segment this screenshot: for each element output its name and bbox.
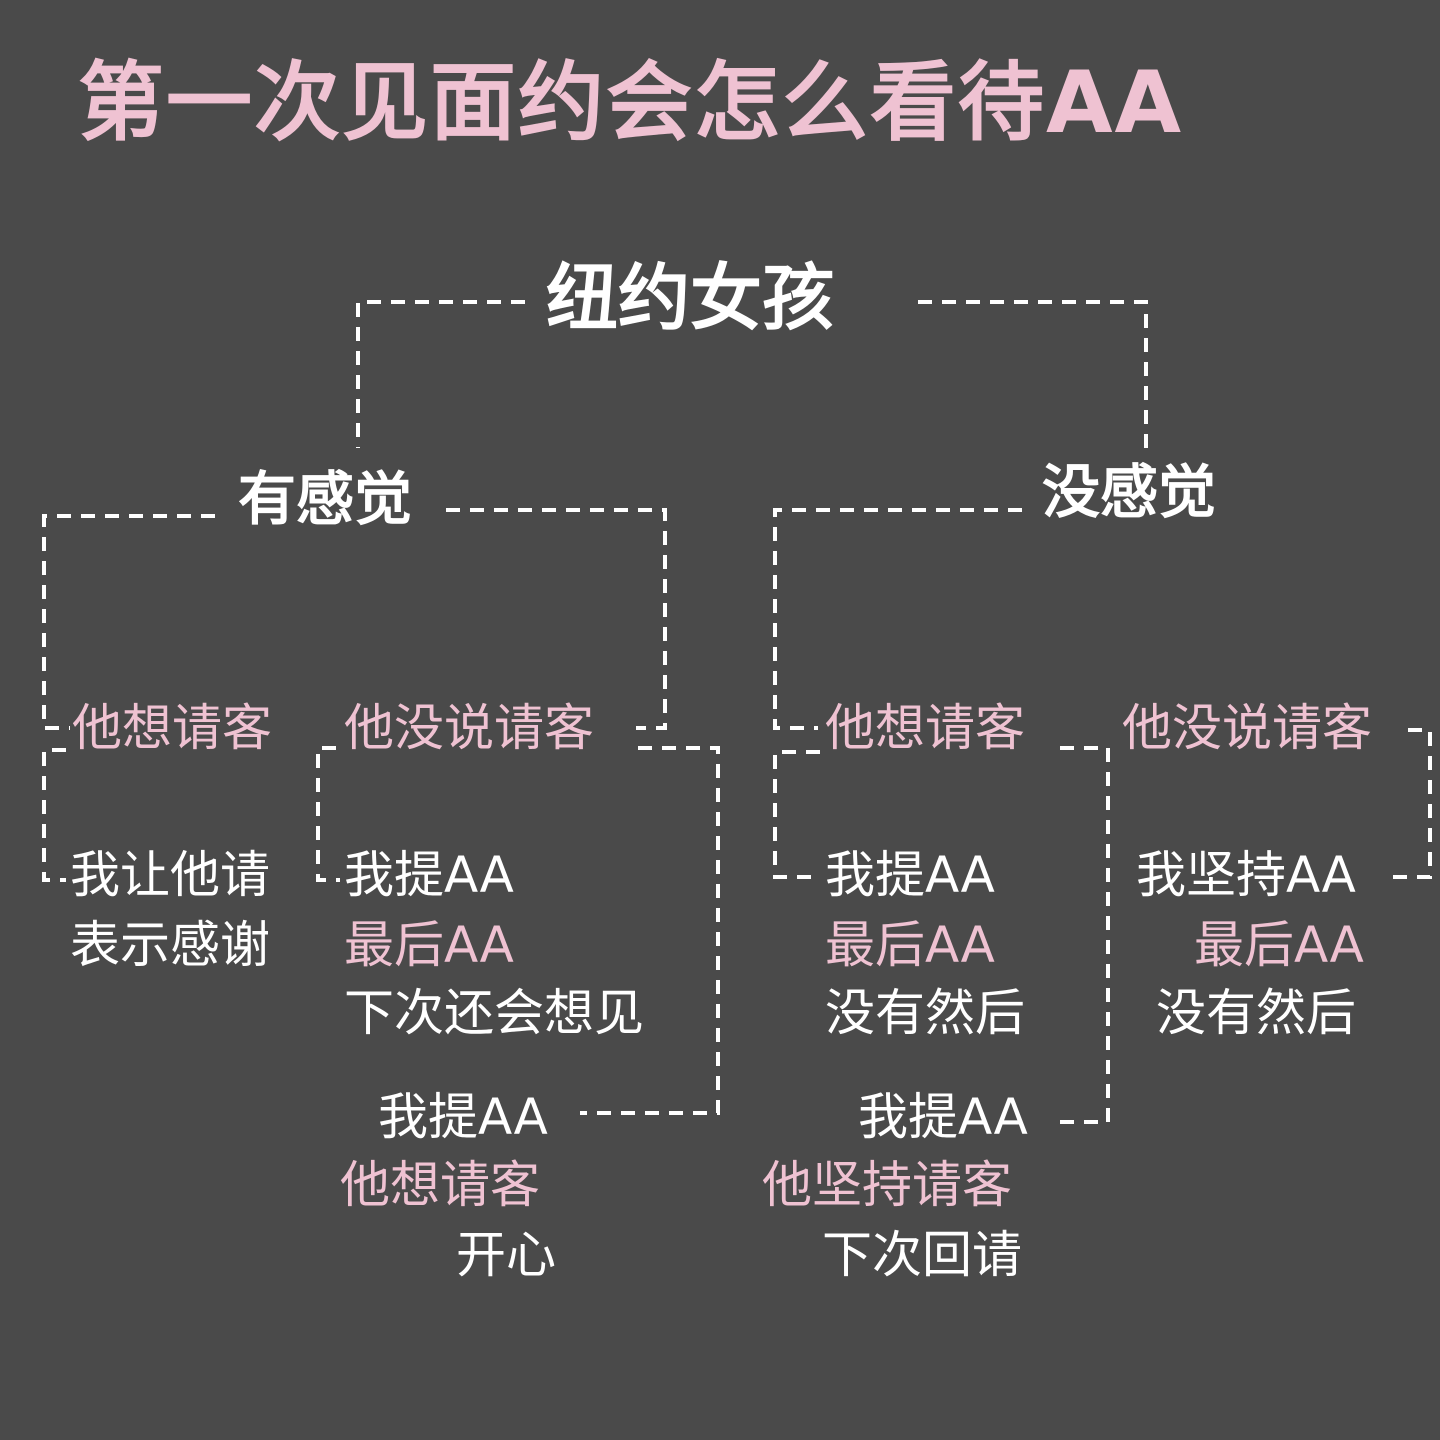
nofeel-no-offer-label: 他没说请客 xyxy=(1122,699,1372,757)
nofeel-offer-treat-2: 他坚持请客 xyxy=(762,1156,1012,1214)
feel-no-offer-label: 他没说请客 xyxy=(344,699,594,757)
page-title: 第一次见面约会怎么看待AA xyxy=(78,53,1184,153)
nofeel-offer-treat-3: 下次回请 xyxy=(822,1226,1022,1284)
nofeel-offer-aa-1: 我提AA xyxy=(825,846,995,904)
branch-feel: 有感觉 xyxy=(238,465,413,533)
nofeel-offer-label: 他想请客 xyxy=(825,699,1025,757)
nofeel-offer-treat-1: 我提AA xyxy=(858,1088,1028,1146)
connector-feel-nooffer-treat xyxy=(580,746,720,1115)
connector-root-left xyxy=(356,300,525,448)
connector-feel-nooffer-aa xyxy=(316,746,340,882)
feel-nooffer-aa-1: 我提AA xyxy=(344,846,514,904)
feel-offer-label: 他想请客 xyxy=(72,699,272,757)
feel-nooffer-treat-1: 我提AA xyxy=(378,1088,548,1146)
nofeel-nooffer-outcome-3: 没有然后 xyxy=(1156,984,1356,1042)
connector-nofeel-offer-treat xyxy=(1060,746,1110,1124)
connector-nofeel-nooffer xyxy=(1392,728,1432,879)
connector-nofeel-left xyxy=(773,508,1022,730)
connector-feel-left xyxy=(42,514,215,730)
nofeel-nooffer-outcome-2: 最后AA xyxy=(1194,916,1364,974)
feel-offer-outcome-1: 我让他请 xyxy=(70,846,270,904)
root-node: 纽约女孩 xyxy=(546,256,835,340)
branch-no-feel: 没感觉 xyxy=(1042,458,1217,526)
connector-feel-offer xyxy=(42,748,66,882)
nofeel-offer-aa-2: 最后AA xyxy=(825,916,995,974)
feel-nooffer-aa-3: 下次还会想见 xyxy=(344,984,644,1042)
feel-nooffer-aa-2: 最后AA xyxy=(344,916,514,974)
connector-feel-right xyxy=(446,508,667,730)
connector-root-right xyxy=(918,300,1148,448)
feel-nooffer-treat-3: 开心 xyxy=(456,1226,556,1284)
connector-nofeel-offer-aa xyxy=(773,750,820,879)
nofeel-nooffer-outcome-1: 我坚持AA xyxy=(1136,846,1356,904)
feel-nooffer-treat-2: 他想请客 xyxy=(340,1156,540,1214)
nofeel-offer-aa-3: 没有然后 xyxy=(825,984,1025,1042)
feel-offer-outcome-2: 表示感谢 xyxy=(70,916,270,974)
